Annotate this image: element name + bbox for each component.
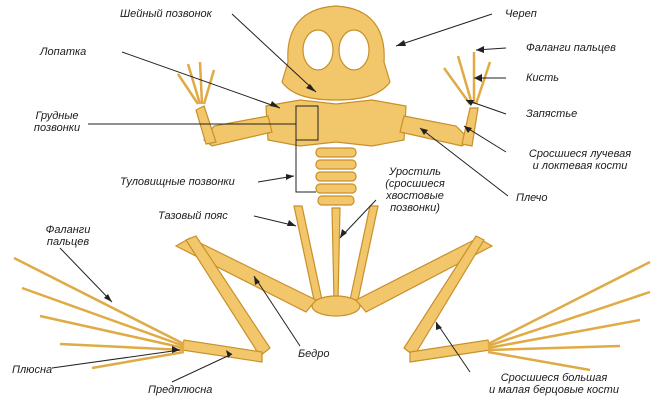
- label-finger-phalanges-left-line2: пальцев: [47, 236, 89, 248]
- right-tibiofibula: [404, 236, 484, 356]
- label-tibiofibula-line2: и малая берцовые кости: [489, 384, 619, 396]
- label-tibiofibula: Сросшиеся большая и малая берцовые кости: [470, 372, 638, 396]
- label-urostyle-line3: хвостовые: [386, 190, 444, 202]
- frog-skeleton: [14, 6, 650, 370]
- label-hand: Кисть: [526, 72, 559, 84]
- label-urostyle-line1: Уростиль: [389, 166, 441, 178]
- label-thoracic-line2: позвонки: [34, 122, 80, 134]
- label-radioulna-line1: Сросшиеся лучевая: [529, 148, 631, 160]
- left-foot: [14, 258, 184, 368]
- label-tarsus: Предплюсна: [148, 384, 212, 396]
- label-urostyle-line4: позвонки): [390, 202, 440, 214]
- label-thoracic-line1: Грудные: [35, 110, 78, 122]
- label-wrist: Запястье: [526, 108, 577, 120]
- label-humerus: Плечо: [516, 192, 548, 204]
- shoulder-girdle: [266, 100, 406, 146]
- label-urostyle-line2: (сросшиеся: [385, 178, 445, 190]
- label-neck-vertebra: Шейный позвонок: [120, 8, 212, 20]
- right-forearm: [462, 108, 478, 146]
- label-tibiofibula-line1: Сросшиеся большая: [501, 372, 608, 384]
- label-finger-phalanges-top: Фаланги пальцев: [526, 42, 616, 54]
- label-thoracic-vertebrae: Грудные позвонки: [22, 110, 92, 134]
- label-scapula: Лопатка: [40, 46, 86, 58]
- skull: [282, 6, 390, 100]
- label-radioulna: Сросшиеся лучевая и локтевая кости: [512, 148, 648, 172]
- left-tibiofibula: [186, 236, 270, 356]
- label-trunk-vertebrae: Туловищные позвонки: [120, 176, 235, 188]
- label-metatarsus: Плюсна: [12, 364, 52, 376]
- right-humerus: [400, 116, 470, 146]
- label-finger-phalanges-left: Фаланги пальцев: [40, 224, 96, 248]
- urostyle: [332, 208, 340, 300]
- vertebral-column: [316, 148, 356, 205]
- label-radioulna-line2: и локтевая кости: [533, 160, 628, 172]
- right-foot: [488, 262, 650, 370]
- label-finger-phalanges-left-line1: Фаланги: [46, 224, 91, 236]
- right-eye-orbit: [339, 30, 369, 70]
- left-eye-orbit: [303, 30, 333, 70]
- label-pelvic-girdle: Тазовый пояс: [158, 210, 228, 222]
- label-urostyle: Уростиль (сросшиеся хвостовые позвонки): [376, 166, 454, 214]
- label-femur: Бедро: [298, 348, 329, 360]
- label-skull: Череп: [505, 8, 537, 20]
- pelvis-joint: [312, 296, 360, 316]
- left-forearm: [196, 106, 216, 144]
